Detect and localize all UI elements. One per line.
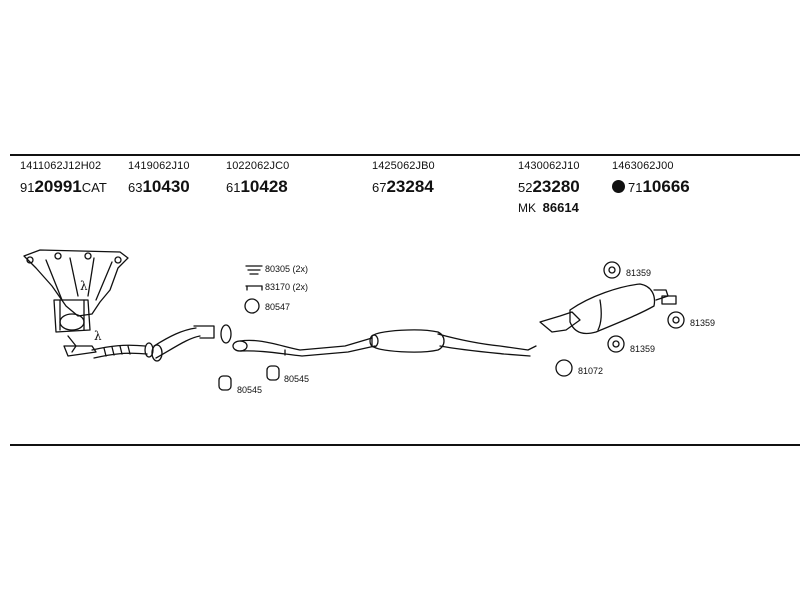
spring-icon xyxy=(245,285,263,291)
front-pipe-drawing xyxy=(91,324,232,362)
rear-silencer-drawing xyxy=(539,283,677,335)
middle-silencer-drawing xyxy=(369,329,537,357)
callout-hanger-bottom: 81359 xyxy=(630,344,655,354)
part-middle-silencer[interactable]: 1425062JB0 6723284 xyxy=(372,161,435,196)
rubber-mount-icon xyxy=(266,365,280,381)
article-number: 6310430 xyxy=(128,177,190,196)
article-number: 5223280 xyxy=(518,177,580,196)
article-number: 6110428 xyxy=(226,177,288,196)
oem-number: 1419062J10 xyxy=(128,160,190,172)
callout-hanger-top: 81359 xyxy=(626,268,651,278)
lambda-sensor-label: λ xyxy=(94,329,102,343)
article-number: 6723284 xyxy=(372,177,434,196)
top-rule xyxy=(10,154,800,156)
callout-gasket-front: 80547 xyxy=(265,302,290,312)
bottom-rule xyxy=(10,444,800,446)
mounting-kit: MK 86614 xyxy=(518,200,579,215)
hanger-icon xyxy=(607,335,625,353)
part-rear-silencer[interactable]: 1430062J10 5223280 MK 86614 xyxy=(518,160,580,215)
callout-spring: 83170 (2x) xyxy=(265,282,308,292)
oem-number: 1425062JB0 xyxy=(372,160,435,172)
article-number: 7110666 xyxy=(612,178,690,196)
oem-number: 1463062J00 xyxy=(612,160,674,172)
callout-hanger-right: 81359 xyxy=(690,318,715,328)
oem-number: 1411062J12H02 xyxy=(20,160,102,172)
article-number: 9120991CAT xyxy=(20,177,107,196)
manifold-catalyst-drawing xyxy=(23,249,129,357)
hanger-icon xyxy=(603,261,621,279)
ring-icon xyxy=(555,359,573,377)
bolt-icon xyxy=(245,265,263,275)
oem-number: 1430062J10 xyxy=(518,160,580,172)
lambda-sensor-label: λ xyxy=(80,279,88,293)
part-front-pipe[interactable]: 1419062J10 6310430 xyxy=(128,161,190,196)
callout-rubber-2: 80545 xyxy=(284,374,309,384)
hanger-icon xyxy=(667,311,685,329)
part-catalyst-manifold[interactable]: 1411062J12H02 9120991CAT xyxy=(20,161,107,196)
rubber-mount-icon xyxy=(218,375,232,391)
callout-ring-rear: 81072 xyxy=(578,366,603,376)
oem-number: 1022062JC0 xyxy=(226,160,290,172)
callout-rubber-1: 80545 xyxy=(237,385,262,395)
filled-circle-icon xyxy=(612,180,625,193)
callout-bolt: 80305 (2x) xyxy=(265,264,308,274)
gasket-icon xyxy=(244,298,260,314)
intermediate-pipe-drawing xyxy=(232,337,376,357)
part-tail-pipe[interactable]: 1463062J00 7110666 xyxy=(612,161,690,196)
part-intermediate-pipe[interactable]: 1022062JC0 6110428 xyxy=(226,161,289,196)
